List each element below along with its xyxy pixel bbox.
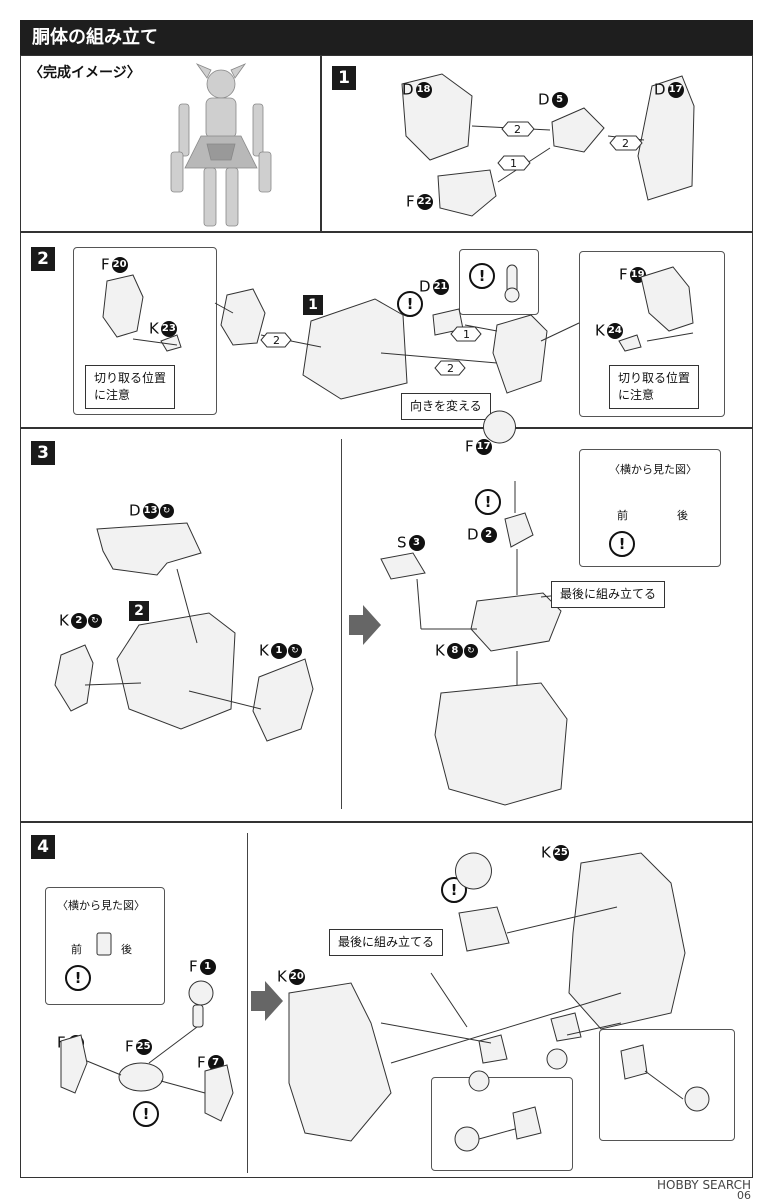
caution-icon: ! (65, 965, 91, 991)
caution-icon: ! (475, 489, 501, 515)
step-3-illustration (54, 410, 660, 806)
completed-figure-illustration (170, 63, 272, 227)
step-4-panel: 4 〈横から見た図〉 前 後 ! F1 F6 F25 F7 ! K25 K20 … (20, 822, 753, 1178)
page-number: 06 (737, 1189, 751, 1202)
order-marker: 1 (463, 328, 470, 341)
reference-step-2: 2 (129, 601, 149, 621)
cut-position-note: 切り取る位置に注意 (609, 365, 700, 409)
completed-image-panel: 〈完成イメージ〉 (20, 55, 321, 232)
side-view-title: 〈横から見た図〉 (57, 899, 145, 912)
step-4-divider (247, 833, 248, 1173)
order-marker: 2 (622, 137, 629, 150)
back-label: 後 (121, 943, 132, 956)
assemble-last-note: 最後に組み立てる (329, 929, 444, 956)
order-marker: 2 (447, 362, 454, 375)
h2-callout (431, 1077, 573, 1171)
step-number-2: 2 (31, 247, 55, 271)
section-title: 胴体の組み立て (32, 27, 158, 48)
caution-icon: ! (609, 531, 635, 557)
order-marker: 2 (514, 123, 521, 136)
step-4-illustration (60, 852, 710, 1152)
step-number-3: 3 (31, 441, 55, 465)
front-label: 前 (617, 509, 628, 522)
completed-image-label: 〈完成イメージ〉 (29, 65, 141, 81)
order-marker: 1 (510, 157, 517, 170)
assemble-last-note: 最後に組み立てる (551, 581, 666, 608)
side-view-title: 〈横から見た図〉 (609, 463, 697, 476)
caution-icon: ! (469, 263, 495, 289)
watermark: HOBBY SEARCH (657, 1178, 751, 1192)
step-1-illustration (401, 73, 695, 217)
back-label: 後 (677, 509, 688, 522)
cut-position-note: 切り取る位置に注意 (85, 365, 176, 409)
side-view-callout (579, 449, 721, 567)
caution-icon: ! (397, 291, 423, 317)
order-marker: 2 (273, 334, 280, 347)
step-number-4: 4 (31, 835, 55, 859)
step-3-divider (341, 439, 342, 809)
h1-callout (599, 1029, 735, 1141)
front-label: 前 (71, 943, 82, 956)
reference-step-1: 1 (303, 295, 323, 315)
step-number-1: 1 (332, 66, 356, 90)
orientation-note: 向きを変える (401, 393, 491, 420)
section-title-bar: 胴体の組み立て (20, 20, 753, 55)
step-2-illustration (102, 264, 694, 400)
caution-icon: ! (133, 1101, 159, 1127)
